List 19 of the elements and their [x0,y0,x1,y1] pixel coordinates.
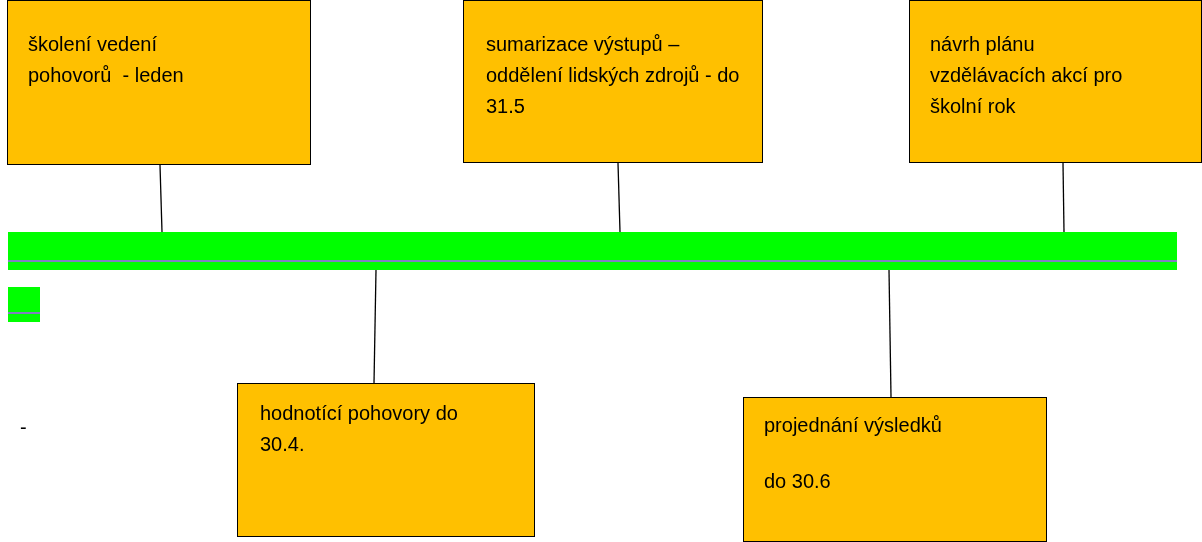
leader-line [888,269,892,398]
leader-line [1062,162,1065,233]
milestone-text: sumarizace výstupů – oddělení lidských zdrojů - do 31.5 [486,32,741,119]
milestone-box [743,397,1047,542]
milestone-text: do 30.6 [764,469,832,494]
leader-line [159,164,163,233]
leader-line [373,269,377,384]
milestone-text: školení vedení pohovorů - leden [28,32,185,88]
milestone-box [463,0,763,163]
milestone-text: projednání výsledků [764,413,943,438]
milestone-text: návrh plánu vzdělávacích akcí pro školní rok [930,32,1124,119]
timeline-bar [8,232,1177,270]
milestone-box [909,0,1202,163]
leader-line [617,162,621,233]
timeline-marker [8,287,40,322]
milestone-box [7,0,311,165]
milestone-box [237,383,535,537]
note-text: - [20,415,27,440]
milestone-text: hodnotící pohovory do 30.4. [260,401,459,457]
